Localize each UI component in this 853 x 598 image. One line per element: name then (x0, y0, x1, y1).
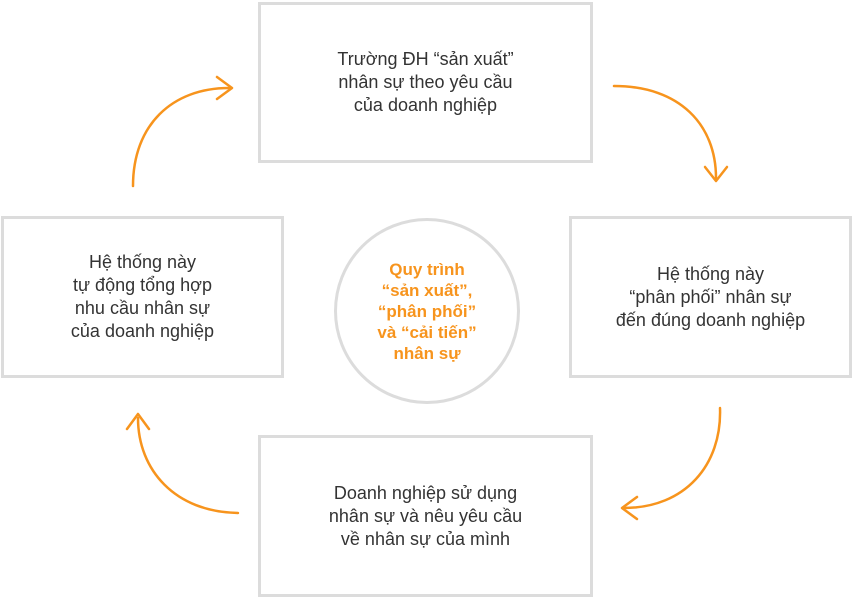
step-text-university: Trường ĐH “sản xuất” nhân sự theo yêu cầ… (337, 49, 514, 115)
step-text-distribution: Hệ thống này “phân phối” nhân sự đến đún… (615, 263, 806, 330)
arrow-right-to-bottom (620, 406, 722, 521)
step-text-enterprise: Doanh nghiệp sử dụng nhân sự và nêu yêu … (328, 482, 523, 549)
step-text-aggregation: Hệ thống này tự động tổng hợp nhu cầu nh… (70, 252, 215, 341)
center-circle: Quy trình “sản xuất”, “phân phối” và “cả… (334, 218, 520, 404)
arrow-bottom-to-left (125, 412, 240, 515)
step-box-aggregation: Hệ thống này tự động tổng hợp nhu cầu nh… (1, 216, 284, 378)
step-box-enterprise: Doanh nghiệp sử dụng nhân sự và nêu yêu … (258, 435, 593, 597)
arrow-left-to-top (131, 75, 234, 188)
center-label: Quy trình “sản xuất”, “phân phối” và “cả… (377, 259, 477, 363)
step-box-distribution: Hệ thống này “phân phối” nhân sự đến đún… (569, 216, 852, 378)
arrow-top-to-right (612, 84, 729, 183)
step-box-university: Trường ĐH “sản xuất” nhân sự theo yêu cầ… (258, 2, 593, 163)
